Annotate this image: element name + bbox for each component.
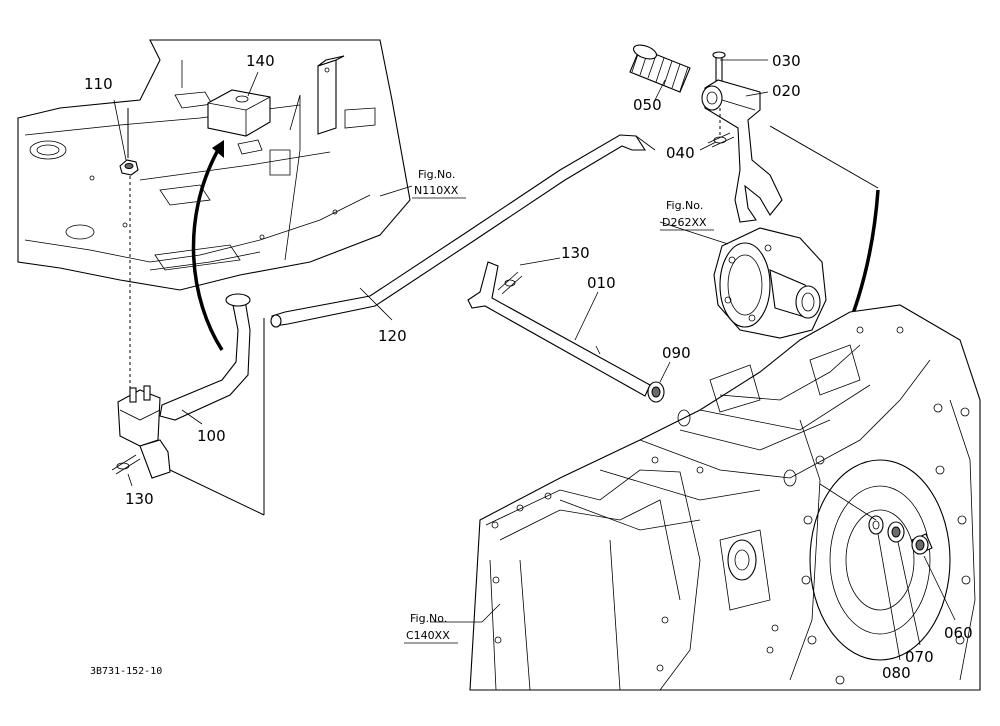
part-070-oil-seal	[887, 521, 905, 543]
upright-bracket	[317, 55, 345, 135]
callout-070: 070	[905, 648, 934, 666]
callout-120: 120	[378, 327, 407, 345]
figure-ref-n110: Fig.No. N110XX	[412, 168, 466, 199]
part-140-rubber-cushion	[207, 89, 271, 155]
reference-line	[169, 469, 265, 516]
part-030-pin	[712, 51, 768, 90]
part-120-long-rod	[270, 134, 656, 328]
callout-100: 100	[197, 427, 226, 445]
svg-text:N110XX: N110XX	[414, 184, 459, 197]
leader-lines	[113, 71, 956, 661]
assembly-arrow-left	[191, 140, 224, 351]
callout-060: 060	[944, 624, 973, 642]
part-060-plug	[911, 533, 933, 555]
floor-plate	[17, 39, 411, 291]
callout-090: 090	[662, 344, 691, 362]
differential-assembly	[713, 227, 827, 339]
part-130-snap-pin-right	[497, 257, 561, 295]
callout-050: 050	[633, 96, 662, 114]
callout-030: 030	[772, 52, 801, 70]
part-130-snap-pin-left	[111, 454, 141, 475]
callout-040: 040	[666, 144, 695, 162]
part-050-spring	[629, 44, 691, 93]
part-090-bushing	[647, 381, 665, 403]
callout-140: 140	[246, 52, 275, 70]
part-040-clip	[707, 108, 735, 148]
drawing-code: 3B731-152-10	[90, 666, 162, 677]
part-020-shift-fork	[701, 79, 783, 223]
svg-text:Fig.No.: Fig.No.	[410, 612, 447, 625]
transmission-case	[469, 304, 981, 691]
callout-010: 010	[587, 274, 616, 292]
callout-110: 110	[84, 75, 113, 93]
part-080-seal	[868, 515, 884, 535]
figure-ref-d262: Fig.No. D262XX	[660, 199, 714, 231]
part-010-shaft	[467, 261, 651, 397]
callout-080: 080	[882, 664, 911, 682]
svg-text:C140XX: C140XX	[406, 629, 450, 642]
callout-020: 020	[772, 82, 801, 100]
svg-text:D262XX: D262XX	[662, 216, 707, 229]
callout-130-left: 130	[125, 490, 154, 508]
reference-line	[819, 483, 877, 521]
figure-ref-c140: Fig.No. C140XX	[404, 612, 458, 644]
reference-line	[769, 125, 879, 189]
svg-text:Fig.No.: Fig.No.	[418, 168, 455, 181]
part-110-nut	[119, 108, 139, 395]
part-100-rod	[117, 293, 251, 479]
svg-text:Fig.No.: Fig.No.	[666, 199, 703, 212]
callout-130-right: 130	[561, 244, 590, 262]
